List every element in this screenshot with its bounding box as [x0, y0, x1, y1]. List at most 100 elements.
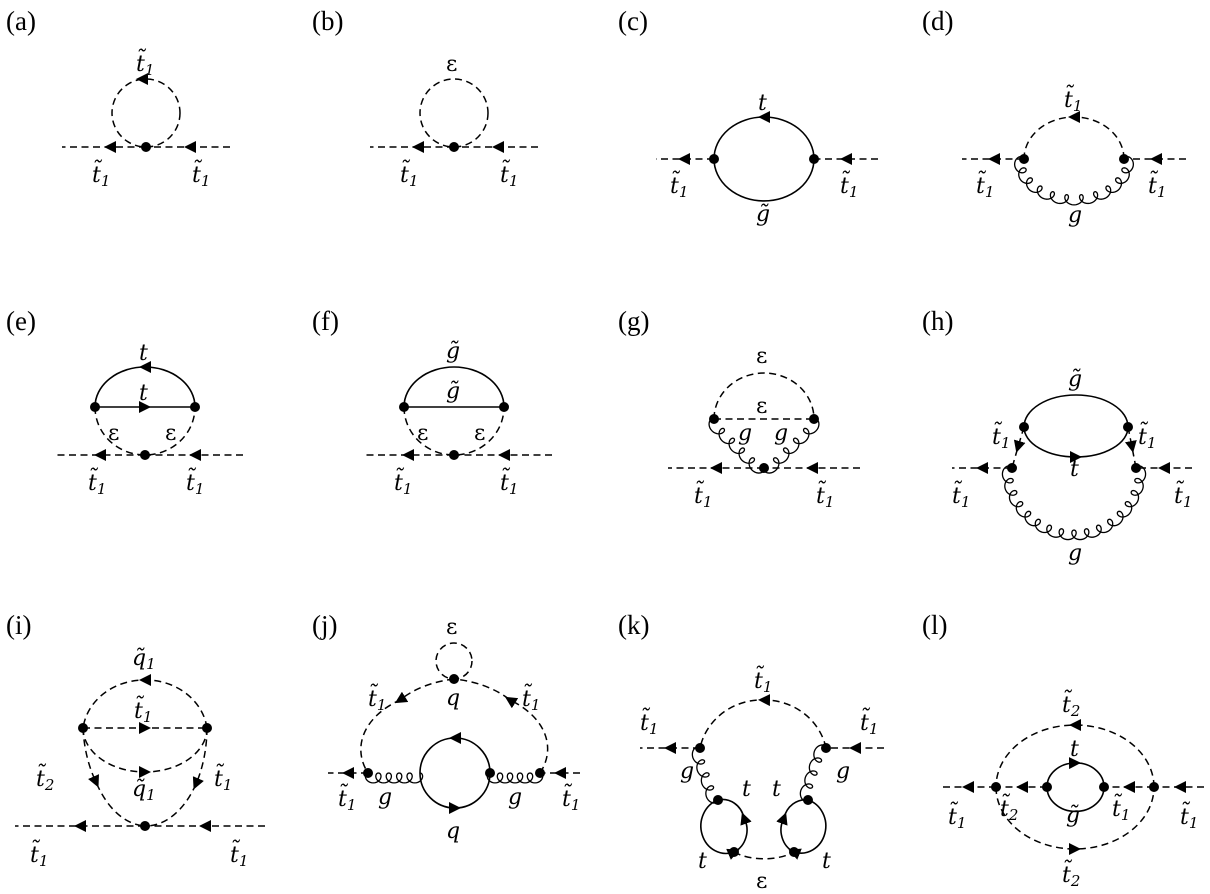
vertex-dot — [363, 768, 373, 778]
label-gluon: g — [1068, 541, 1082, 566]
vertex-dot — [140, 821, 150, 831]
label-gluino: g̃ — [1066, 803, 1080, 828]
label-stop1: t̃1 — [214, 762, 232, 794]
vertex-dot — [809, 414, 819, 424]
label-stop1: t̃1 — [992, 420, 1010, 452]
stop-arc — [699, 694, 827, 749]
stop2-arc-upper — [995, 719, 1155, 788]
particle-labels: t̃1 t̃1 t̃1 ε t̃1 t̃1 t t̃1 t̃1 g̃ t̃1 t… — [30, 47, 1198, 894]
label-stop2: t̃2 — [1000, 792, 1018, 824]
panel-label-g: (g) — [618, 306, 649, 336]
panel-label-a: (a) — [6, 6, 36, 36]
label-gluon: g — [378, 785, 392, 810]
label-gluon: g — [774, 421, 788, 446]
stop-line-right-upper — [1124, 426, 1137, 469]
label-stop2: t̃2 — [36, 762, 54, 794]
label-gluino: g̃ — [756, 202, 770, 227]
vertex-dot — [449, 674, 459, 684]
label-gluon: g — [680, 759, 694, 784]
vertex-dot — [1019, 154, 1029, 164]
stop2-arc-lower — [995, 786, 1155, 855]
label-epsilon: ε — [446, 52, 457, 77]
diagram-g — [668, 372, 860, 474]
vertex-dot — [991, 782, 1001, 792]
label-stop1: t̃1 — [694, 479, 712, 511]
panel-label-b: (b) — [312, 6, 343, 36]
label-quark: q — [446, 686, 460, 711]
vertex-dot — [759, 463, 769, 473]
diagram-a — [62, 73, 230, 153]
vertex-dot — [90, 402, 100, 412]
diagram-b — [370, 78, 538, 153]
label-gluon: g — [508, 785, 522, 810]
stop1-arc — [144, 727, 208, 827]
quark-arc-upper — [419, 732, 491, 774]
label-stop1: t̃1 — [500, 466, 518, 498]
diagram-f — [362, 366, 552, 461]
diagram-k — [640, 694, 884, 860]
vertex-dot — [535, 768, 545, 778]
gluon-arc — [1001, 465, 1147, 541]
label-stop1: t̃1 — [1148, 169, 1166, 201]
epsilon-loop — [435, 642, 473, 680]
label-stop1: t̃1 — [640, 706, 658, 738]
label-gluino: g̃ — [446, 379, 460, 404]
vertex-dot — [1099, 782, 1109, 792]
label-stop1: t̃1 — [186, 466, 204, 498]
label-stop1: t̃1 — [948, 800, 966, 832]
label-stop1: t̃1 — [976, 169, 994, 201]
label-stop1: t̃1 — [562, 782, 580, 814]
stop-arc-right — [453, 678, 549, 774]
stop2-arc — [82, 727, 146, 827]
gluon-right — [486, 772, 544, 784]
label-stop1: t̃1 — [400, 158, 418, 190]
label-top: t — [772, 777, 781, 802]
label-top: t — [758, 91, 767, 116]
label-stop1: t̃1 — [840, 169, 858, 201]
diagram-c — [656, 111, 878, 202]
vertex-dot — [709, 414, 719, 424]
label-stop2: t̃2 — [1062, 688, 1080, 720]
diagram-h — [952, 394, 1192, 541]
epsilon-arc-lower — [94, 406, 196, 456]
label-top: t — [822, 849, 831, 874]
label-stop1: t̃1 — [860, 706, 878, 738]
vertex-dot — [499, 402, 509, 412]
panel-label-l: (l) — [922, 610, 947, 640]
vertex-dot — [141, 142, 151, 152]
vertex-dot — [695, 743, 705, 753]
label-stop1: t̃1 — [952, 479, 970, 511]
label-top: t — [139, 341, 148, 366]
diagram-d — [962, 111, 1186, 206]
label-stop1: t̃1 — [1112, 792, 1130, 824]
epsilon-arc-lower — [403, 406, 505, 456]
gluon-left — [364, 772, 424, 784]
panel-label-i: (i) — [6, 610, 31, 640]
label-stop1: t̃1 — [1174, 479, 1192, 511]
label-stop1: t̃1 — [368, 682, 386, 714]
gluino-arc — [1046, 786, 1105, 813]
label-gluon: g — [1068, 203, 1082, 228]
stop-loop — [111, 78, 181, 148]
label-stop1: t̃1 — [1180, 800, 1198, 832]
label-gluon: g — [836, 759, 850, 784]
label-stop1: t̃1 — [394, 466, 412, 498]
gluon-left — [691, 746, 719, 804]
label-stop1: t̃1 — [30, 838, 48, 870]
label-stop1: t̃1 — [816, 479, 834, 511]
label-stop1: t̃1 — [522, 682, 540, 714]
panel-label-e: (e) — [6, 306, 36, 336]
top-loop-left — [700, 798, 752, 860]
vertex-dot — [803, 795, 813, 805]
label-quark: q — [446, 819, 460, 844]
top-arc-upper — [94, 361, 196, 408]
vertex-dot — [821, 743, 831, 753]
panel-label-j: (j) — [312, 610, 337, 640]
label-top: t — [1070, 737, 1079, 762]
vertex-dot — [399, 402, 409, 412]
label-squark1: q̃1 — [132, 646, 156, 673]
label-stop1: t̃1 — [192, 158, 210, 190]
top-arc — [1046, 757, 1105, 788]
top-arc-lower — [1023, 426, 1129, 463]
label-epsilon: ε — [417, 421, 428, 446]
